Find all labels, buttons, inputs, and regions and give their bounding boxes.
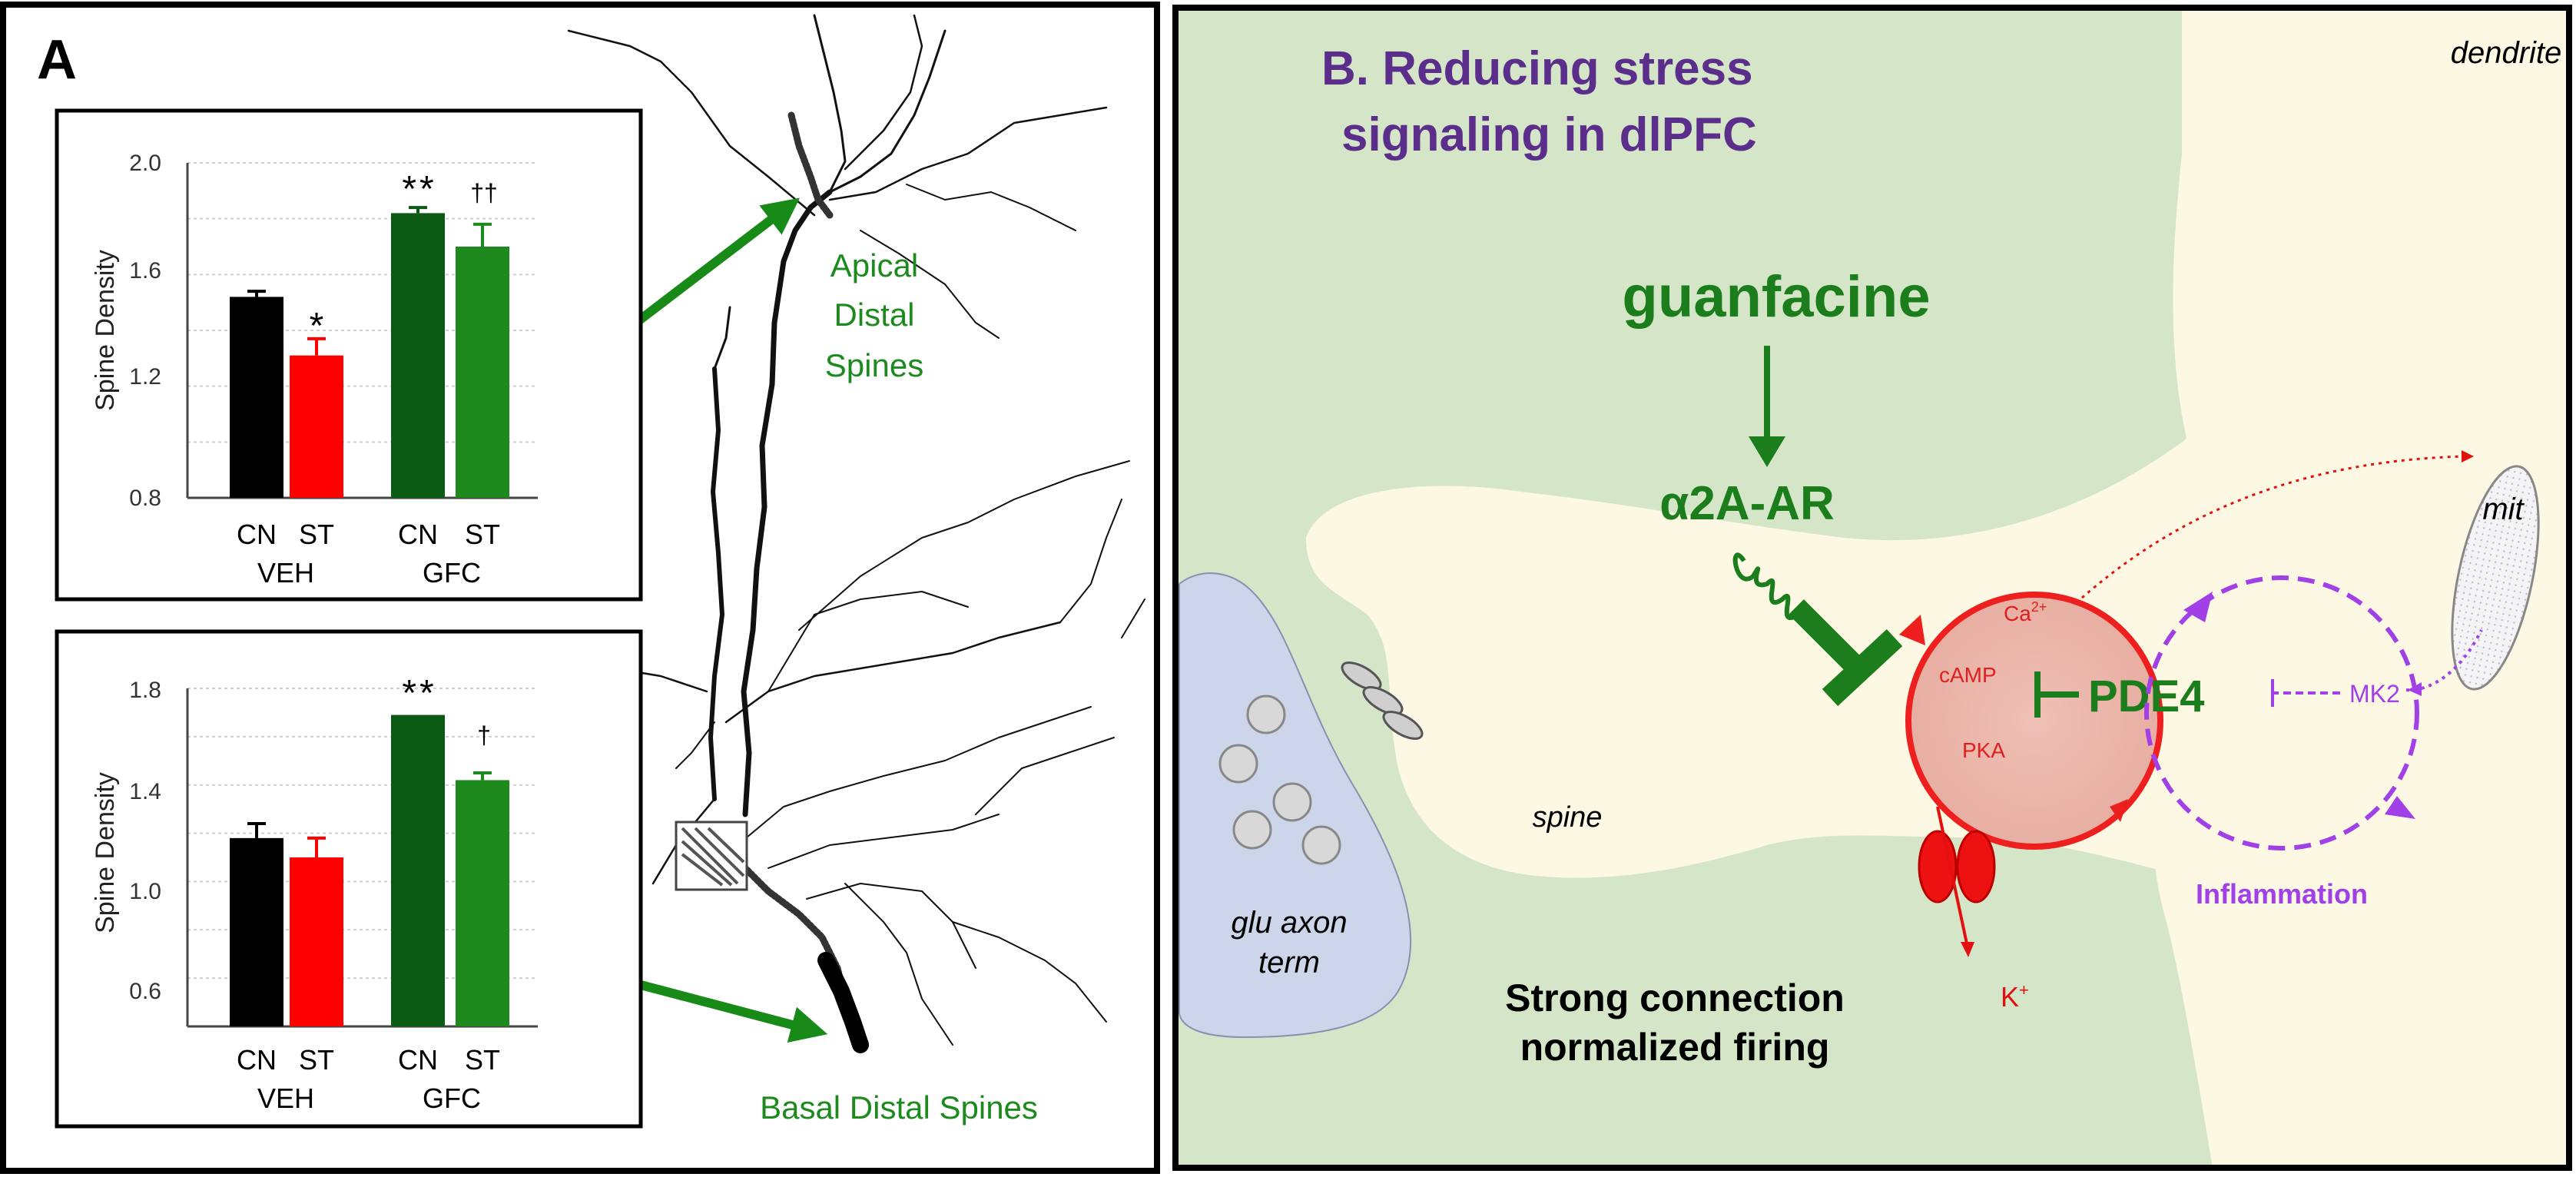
- inflammation-label: Inflammation: [2196, 878, 2368, 910]
- top-bar-3: [391, 213, 445, 498]
- bottom-tick-4: 0.6: [129, 979, 161, 1004]
- bottom-bar-3: [391, 714, 445, 1026]
- panel-a: A: [0, 2, 1160, 1174]
- camp-arrowhead-bottom: [2110, 799, 2128, 822]
- pka-label: PKA: [1962, 738, 2005, 762]
- bottom-sig-gfc-cn: **: [402, 673, 436, 714]
- camp-cycle: [1905, 592, 2163, 850]
- bottom-bar-1: [230, 837, 283, 1026]
- receptor-label: α2A-AR: [1659, 477, 1835, 530]
- guanfacine-label: guanfacine: [1622, 264, 1930, 330]
- bottom-tick-2: 1.4: [129, 779, 161, 804]
- k-channel-right: [1956, 830, 1996, 903]
- ca-superscript: 2+: [2031, 599, 2047, 615]
- k-label: K+: [2001, 980, 2029, 1013]
- panel-b-title-2: signaling in dlPFC: [1341, 108, 1757, 161]
- axon-label-1: glu axon: [1231, 906, 1347, 940]
- ca-label: Ca2+: [2004, 599, 2047, 625]
- top-tick-1: 2.0: [129, 151, 161, 176]
- top-sig-st: *: [310, 306, 324, 346]
- top-bar-2: [290, 355, 343, 498]
- top-bar-label-1: CN: [237, 519, 277, 550]
- mitochondrion: [2451, 465, 2540, 691]
- k-flow-arrow: [1936, 806, 1968, 944]
- bottom-bar-label-3: CN: [398, 1044, 438, 1076]
- top-bars: [230, 206, 509, 498]
- dendrite-label: dendrite: [2451, 36, 2562, 70]
- top-bar-4: [456, 247, 509, 498]
- top-chart-frame: [55, 108, 643, 602]
- top-sig-gfc-st: ††: [470, 179, 498, 207]
- bottom-bars: [230, 714, 509, 1026]
- axon-label-2: term: [1258, 946, 1320, 980]
- top-bar-label-2: ST: [299, 519, 334, 550]
- camp-label: cAMP: [1939, 663, 1997, 687]
- top-tick-4: 0.8: [129, 486, 161, 511]
- result-label-1: Strong connection: [1505, 976, 1845, 1020]
- top-group-label-2: GFC: [423, 557, 481, 588]
- mit-label: mit: [2482, 492, 2525, 526]
- inflammation-arrowhead-top: [2183, 592, 2213, 622]
- basal-label: Basal Distal Spines: [760, 1089, 1038, 1126]
- bottom-group-label-1: VEH: [257, 1083, 314, 1114]
- bottom-tick-3: 1.0: [129, 879, 161, 904]
- vesicles: [1218, 695, 1341, 865]
- ca-to-mit-arrowhead: [2462, 450, 2474, 463]
- top-tick-2: 1.6: [129, 258, 161, 283]
- panel-b-frame: [1172, 5, 2572, 1171]
- k-text: K: [2001, 981, 2019, 1013]
- dendrite-region: [2153, 8, 2569, 1168]
- top-group-label-1: VEH: [257, 557, 314, 588]
- spine-label: spine: [1533, 801, 1603, 834]
- bottom-bar-2: [290, 857, 343, 1026]
- top-sig-gfc-cn: **: [402, 169, 436, 210]
- bottom-bar-label-2: ST: [299, 1044, 334, 1076]
- result-label-2: normalized firing: [1520, 1026, 1830, 1069]
- receptor-icon: [1732, 552, 1799, 621]
- bottom-bar-label-4: ST: [465, 1044, 500, 1076]
- top-bar-1: [230, 297, 283, 498]
- soma: [675, 821, 748, 891]
- inhibition-cap: [1822, 629, 1903, 706]
- inflammation-arrowhead-bottom: [2385, 796, 2415, 819]
- bottom-group-label-2: GFC: [423, 1083, 481, 1114]
- guanfacine-arrowhead: [1749, 436, 1785, 467]
- panel-b-title-1: B. Reducing stress: [1321, 42, 1753, 95]
- mit-to-mk2-arrow: [2405, 629, 2483, 692]
- inhibition-bar: [1789, 599, 1867, 678]
- mk2-arrowhead: [2408, 682, 2422, 696]
- apical-label-1: Apical: [830, 247, 918, 283]
- top-bar-label-4: ST: [465, 519, 500, 550]
- ca-to-mit-arrow: [2081, 455, 2467, 599]
- panel-b: mit B. Reducing stress signaling in dlPF…: [1172, 5, 2572, 1171]
- bottom-sig-gfc-st: †: [477, 721, 491, 749]
- bottom-chart: 1.8 1.4 1.0 0.6 Spine Density CN ST CN S…: [55, 629, 643, 1129]
- k-superscript: +: [2019, 980, 2029, 1000]
- top-ylabel: Spine Density: [91, 250, 120, 411]
- ca-text: Ca: [2004, 602, 2031, 625]
- mk2-label: MK2: [2349, 680, 2400, 708]
- k-arrowhead: [1961, 942, 1974, 957]
- bottom-ylabel: Spine Density: [91, 772, 120, 933]
- apical-label-3: Spines: [825, 347, 923, 383]
- inflammation-cycle: [2144, 575, 2419, 850]
- top-chart: 2.0 1.6 1.2 0.8 Spine Density CN ST CN S…: [55, 108, 643, 602]
- bottom-chart-frame: [55, 629, 643, 1129]
- camp-arrowhead-top: [1899, 615, 1925, 645]
- postsynaptic-receptors: [1341, 661, 1424, 740]
- panel-a-label: A: [37, 29, 77, 91]
- bottom-bar-4: [456, 780, 509, 1026]
- top-tick-3: 1.2: [129, 364, 161, 390]
- top-bar-label-3: CN: [398, 519, 438, 550]
- bottom-bar-label-1: CN: [237, 1044, 277, 1076]
- bottom-tick-1: 1.8: [129, 678, 161, 703]
- apical-label-2: Distal: [834, 297, 914, 333]
